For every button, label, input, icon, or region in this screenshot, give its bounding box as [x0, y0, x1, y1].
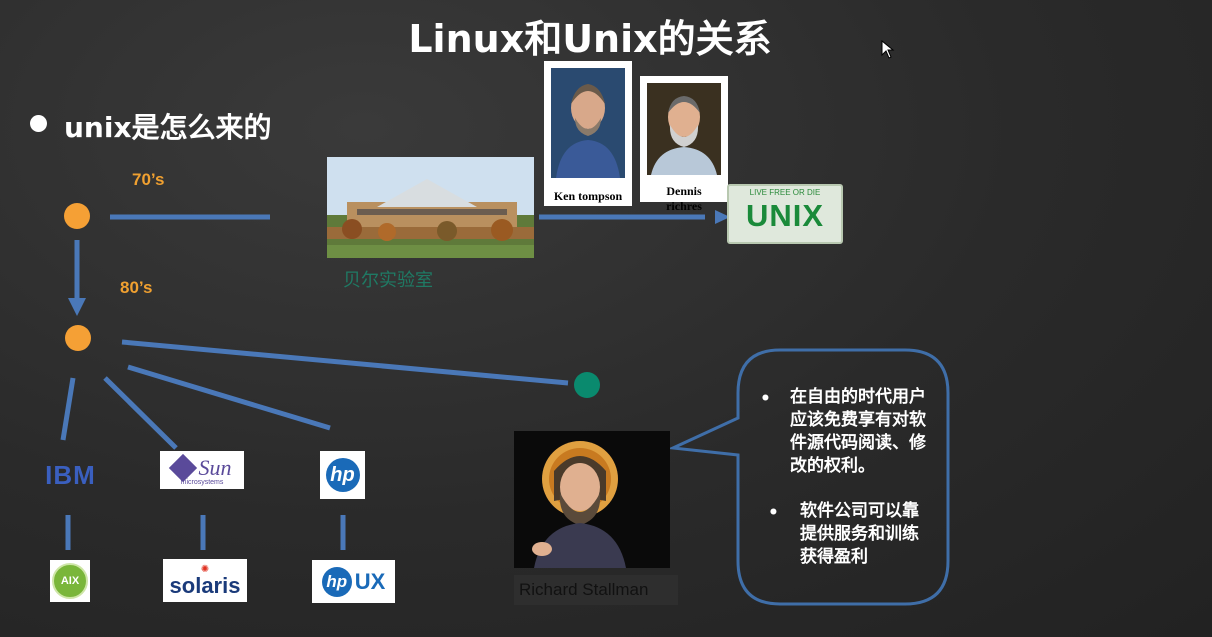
hpux-ux-text: UX	[354, 568, 386, 594]
stallman-label-backing	[514, 575, 678, 605]
hpux-logo: hp UX	[312, 560, 395, 603]
hp-logo: hp	[320, 451, 365, 499]
sun-logo-subtext: microsystems	[180, 478, 224, 486]
era-70s-label: 70’s	[132, 170, 165, 189]
timeline-node-80s	[65, 325, 91, 351]
speech-bubble-outline	[667, 348, 950, 606]
slide-title: Linux和Unix的关系	[408, 17, 772, 61]
hpux-hp-text: hp	[326, 571, 348, 591]
timeline-node-70s	[64, 203, 90, 229]
bell-labs-photo	[327, 157, 534, 258]
stallman-node	[574, 372, 600, 398]
solaris-logo: ✺ solaris	[163, 559, 247, 602]
connector-stallman	[121, 339, 569, 386]
connector-ibm	[60, 377, 76, 441]
plate-motto: LIVE FREE OR DIE	[749, 188, 821, 197]
sun-diamond-icon	[168, 453, 197, 482]
bubble-point-1: 在自由的时代用户应该免费享有对软件源代码阅读、修改的权利。	[790, 387, 926, 476]
era-80s-label: 80’s	[120, 278, 153, 297]
bubble-bullet-2: •	[768, 503, 779, 523]
ken-thompson-caption: Ken tompson	[553, 189, 623, 203]
bell-labs-label: 贝尔实验室	[343, 270, 433, 290]
bullet-icon	[30, 115, 47, 132]
arrow-head-unix	[715, 210, 730, 224]
bubble-point-2: 软件公司可以靠提供服务和训练获得盈利	[800, 501, 919, 567]
stallman-caption: Richard Stallman	[519, 580, 649, 599]
plate-unix-text: UNIX	[745, 198, 825, 233]
connector-hp	[127, 364, 331, 431]
ken-thompson-card: Ken tompson	[544, 61, 632, 206]
solaris-sunburst-icon: ✺	[200, 563, 210, 575]
bubble-bullet-1: •	[760, 389, 771, 409]
dennis-ritchie-photo	[647, 83, 721, 175]
mouse-cursor-icon	[881, 40, 895, 59]
arrow-head-80s	[68, 298, 86, 316]
aix-logo: AIX	[50, 560, 90, 602]
section-heading: unix是怎么来的	[64, 111, 272, 144]
hp-logo-text: hp	[330, 463, 355, 486]
aix-logo-text: AIX	[60, 575, 80, 587]
dennis-ritchie-card: Dennis richres	[640, 76, 728, 213]
ibm-logo: IBM	[39, 459, 102, 490]
ken-thompson-photo	[551, 68, 625, 178]
ibm-logo-text: IBM	[45, 459, 96, 490]
unix-license-plate: LIVE FREE OR DIE UNIX	[727, 184, 843, 244]
connector-sun	[103, 376, 178, 450]
sun-logo-text: Sun	[198, 454, 232, 480]
dennis-ritchie-caption: Dennis richres	[666, 184, 702, 213]
sun-logo: Sun microsystems	[160, 451, 244, 489]
solaris-logo-text: solaris	[169, 572, 241, 598]
stallman-photo	[514, 431, 670, 568]
